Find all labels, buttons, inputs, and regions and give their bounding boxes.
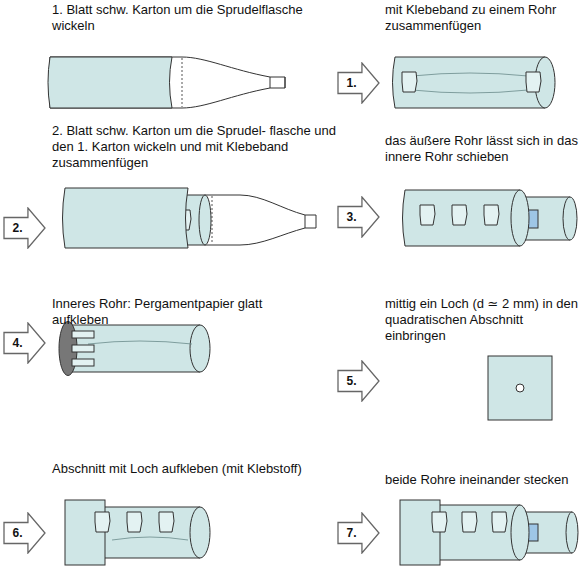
step-caption: mit Klebeband zu einem Rohr zusammenfüge… [385,2,570,34]
step-caption: 1. Blatt schw. Karton um die Sprudelflas… [52,2,307,34]
step-number: 6. [12,526,22,540]
arrow-shape [3,322,46,364]
assembled-camera [400,500,578,565]
arrow-shape [3,512,46,554]
arrow-shape [337,62,380,104]
step-caption: 2. Blatt schw. Karton um die Sprudel- fl… [52,123,337,171]
bottle-with-two-sheets [63,188,317,248]
arrow-outline [338,513,379,553]
arrow-outline [4,513,45,553]
tube-with-parchment [59,322,210,376]
step-arrow: 1. [337,62,380,104]
step-arrow: 2. [3,207,46,249]
step-number: 5. [346,374,356,388]
step-number: 1. [346,76,356,90]
arrow-outline [4,208,45,248]
step-caption: Inneres Rohr: Pergamentpapier glatt aufk… [52,296,317,328]
tube-with-square [65,500,210,565]
step-number: 3. [346,210,356,224]
step-number: 7. [346,526,356,540]
arrow-shape [337,196,380,238]
step-arrow: 6. [3,512,46,554]
step-arrow: 5. [337,360,380,402]
step-number: 2. [12,221,22,235]
step-arrow: 3. [337,196,380,238]
square-with-hole [488,356,552,420]
arrow-outline [4,323,45,363]
arrow-shape [3,207,46,249]
arrow-shape [337,512,380,554]
step-caption: das äußere Rohr lässt sich in das innere… [385,133,580,165]
step-arrow: 7. [337,512,380,554]
arrow-outline [338,197,379,237]
arrow-outline [338,361,379,401]
step-caption: mittig ein Loch (d ≃ 2 mm) in den quadra… [385,296,580,344]
bottle-with-sheet [48,57,285,108]
step-arrow: 4. [3,322,46,364]
cardboard-tube [393,57,556,108]
arrow-outline [338,63,379,103]
two-tubes [403,190,578,246]
step-number: 4. [12,336,22,350]
step-caption: Abschnitt mit Loch aufkleben (mit Klebst… [52,461,302,477]
step-caption: beide Rohre ineinander stecken [385,472,582,488]
arrow-shape [337,360,380,402]
